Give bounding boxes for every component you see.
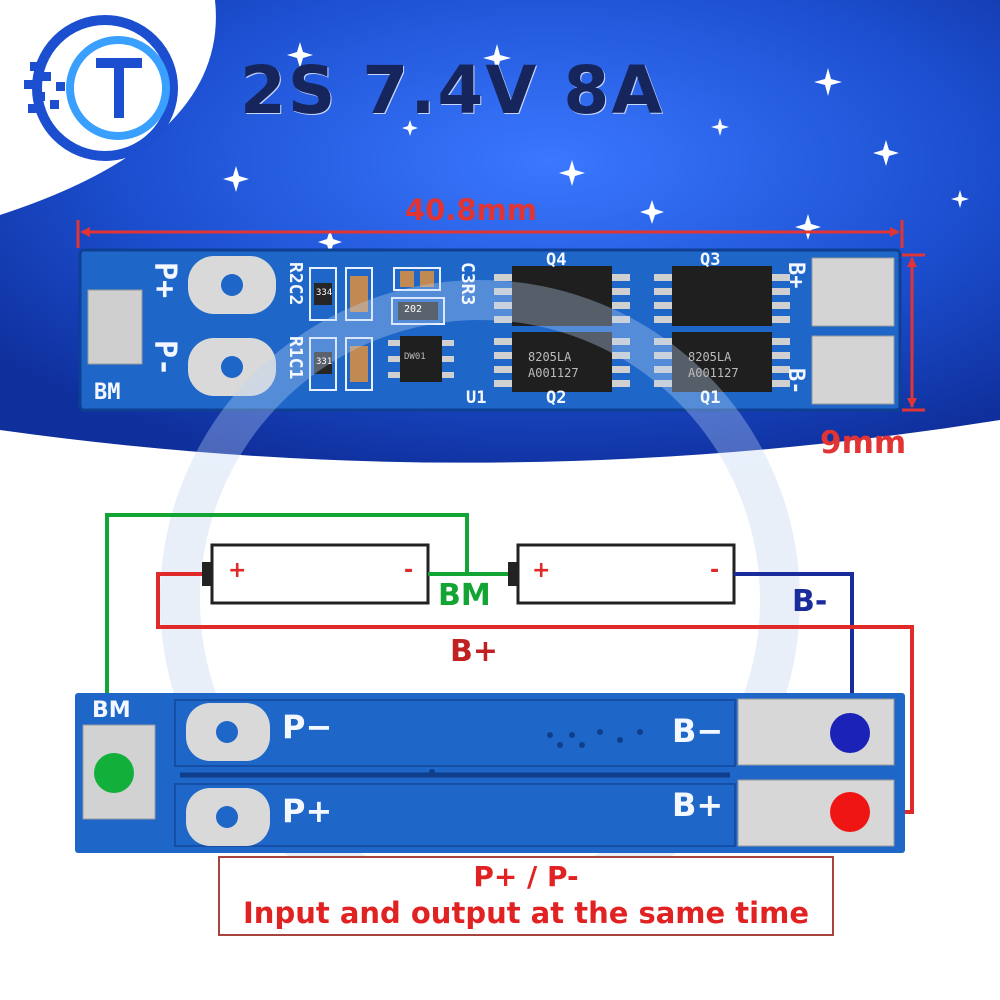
caption-line-2: Input and output at the same time xyxy=(243,896,809,930)
cell-2-plus-label: + xyxy=(532,558,551,583)
caption-box: P+ / P- Input and output at the same tim… xyxy=(218,856,834,936)
resistor-202-marking: 202 xyxy=(404,304,423,315)
b-minus-wire xyxy=(734,572,854,732)
pcb-label-b-minus: B- xyxy=(783,368,808,395)
pcb-label-b-plus: B+ xyxy=(783,262,808,289)
pcb-label-r1c1: R1C1 xyxy=(285,336,306,380)
header-background xyxy=(0,0,1000,470)
pcb-label-p-minus: P- xyxy=(147,340,182,377)
pcb-label-bm: BM xyxy=(94,380,121,405)
pcb-bottom-label-b-plus: B+ xyxy=(672,786,724,824)
mosfet-q1-marking-1: 8205LA xyxy=(688,350,732,364)
battery-cell-2 xyxy=(508,543,736,605)
star-icons xyxy=(223,42,969,254)
mosfet-q2-marking-2: A001127 xyxy=(528,366,579,380)
pcb-label-c3r3: C3R3 xyxy=(457,262,478,306)
resistor-334-marking: 334 xyxy=(316,288,333,298)
resistor-331-marking: 331 xyxy=(316,357,333,367)
bottom-pcb xyxy=(75,693,905,853)
chip-u1-marking: DW01 xyxy=(404,352,426,362)
brand-logo-icon xyxy=(24,15,178,161)
wire-label-bm: BM xyxy=(438,578,491,613)
mosfet-q1-marking-2: A001127 xyxy=(688,366,739,380)
pcb-bottom-label-bm: BM xyxy=(92,698,131,723)
pcb-bottom-label-p-minus: P− xyxy=(282,708,333,746)
pcb-label-q3: Q3 xyxy=(700,250,721,270)
bm-wire xyxy=(105,513,469,775)
dimension-lines xyxy=(76,220,925,412)
header-banner: 2S 7.4V 8A 40.8mm 9mm P+ P- BM R2C2 R1C1… xyxy=(0,0,1000,470)
caption-line-1: P+ / P- xyxy=(473,860,579,893)
pcb-bottom-label-b-minus: B− xyxy=(672,712,724,750)
wire-label-b-plus: B+ xyxy=(450,634,499,669)
bm-connection-dot xyxy=(94,753,134,793)
cell-1-minus-label: - xyxy=(404,558,414,583)
wiring-diagram xyxy=(75,470,914,920)
pcb-bottom-label-p-plus: P+ xyxy=(282,792,333,830)
pcb-label-q4: Q4 xyxy=(546,250,567,270)
b-plus-connection-dot xyxy=(830,792,870,832)
pcb-label-p-plus: P+ xyxy=(147,262,182,299)
cell-1-plus-label: + xyxy=(228,558,247,583)
pcb-label-q2: Q2 xyxy=(546,388,567,408)
dimension-height-label: 9mm xyxy=(820,425,907,461)
battery-cell-1 xyxy=(202,543,430,605)
cell-2-minus-label: - xyxy=(710,558,720,583)
pcb-label-u1: U1 xyxy=(466,388,487,408)
top-pcb xyxy=(78,248,902,412)
product-title: 2S 7.4V 8A xyxy=(240,52,665,129)
dimension-width-label: 40.8mm xyxy=(405,193,537,227)
mosfet-q2-marking-1: 8205LA xyxy=(528,350,572,364)
b-minus-connection-dot xyxy=(830,713,870,753)
wire-label-b-minus: B- xyxy=(792,584,828,619)
pcb-label-r2c2: R2C2 xyxy=(285,262,306,306)
pcb-label-q1: Q1 xyxy=(700,388,721,408)
